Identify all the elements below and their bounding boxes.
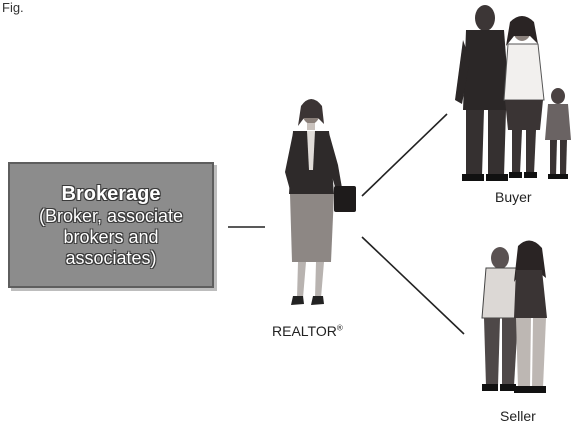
connector-realtor-buyer [361,113,448,197]
seller-figure [481,240,547,393]
registered-mark: ® [336,323,343,333]
realtor-label: REALTOR [272,323,337,339]
realtor-caption: REALTOR® [272,323,343,339]
realtor-figure [285,99,356,305]
brokerage-desc-line-2: brokers and [63,226,159,247]
brokerage-title: Brokerage [61,182,161,205]
buyer-caption: Buyer [495,189,532,205]
brokerage-box: Brokerage (Broker, associate brokers and… [8,162,214,288]
connector-realtor-seller [361,236,465,335]
brokerage-desc-line-1: (Broker, associate [38,205,184,226]
seller-caption: Seller [500,408,536,424]
buyer-figure [455,5,571,181]
brokerage-desc-line-3: associates) [65,247,157,268]
figure-label: Fig. [2,0,24,15]
